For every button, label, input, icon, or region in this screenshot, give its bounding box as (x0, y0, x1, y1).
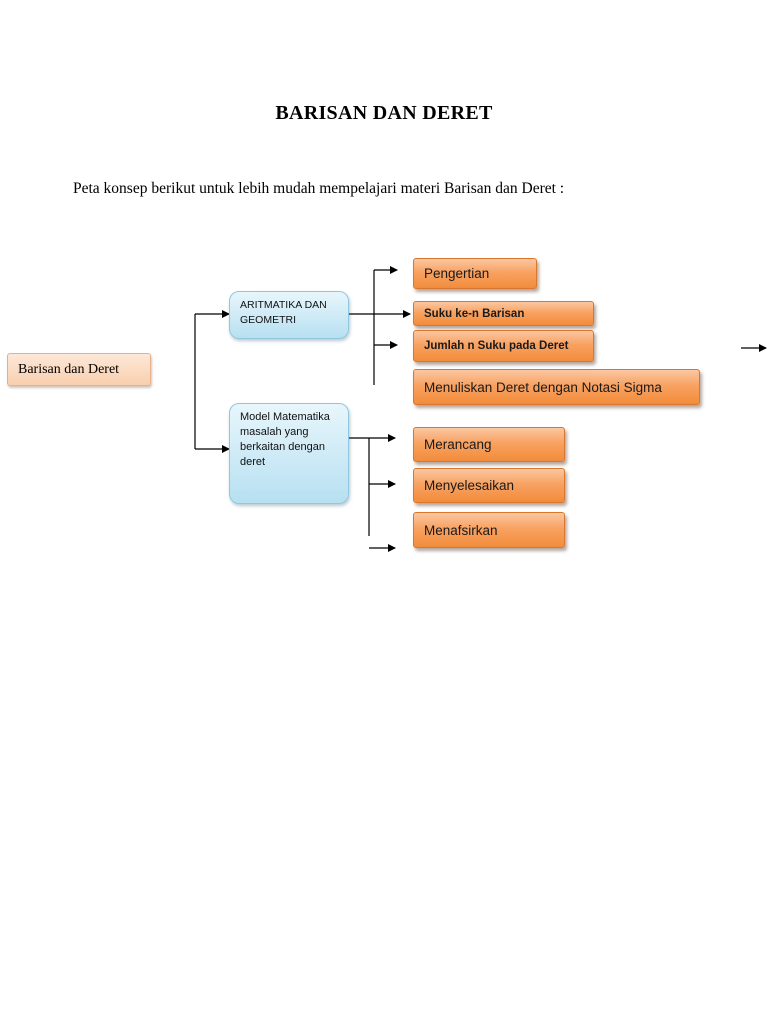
node-notasi-sigma: Menuliskan Deret dengan Notasi Sigma (413, 369, 700, 405)
node-suku-ke-n: Suku ke-n Barisan (413, 301, 594, 326)
intro-text: Peta konsep berikut untuk lebih mudah me… (73, 180, 565, 197)
node-menyelesaikan: Menyelesaikan (413, 468, 565, 503)
root-node: Barisan dan Deret (7, 353, 151, 386)
page-title: BARISAN DAN DERET (275, 102, 493, 124)
node-menafsirkan: Menafsirkan (413, 512, 565, 548)
branch2-node: Model Matematika masalah yang berkaitan … (229, 403, 349, 504)
node-merancang: Merancang (413, 427, 565, 462)
branch1-node: ARITMATIKA DAN GEOMETRI (229, 291, 349, 339)
node-pengertian: Pengertian (413, 258, 537, 289)
node-jumlah-n-suku: Jumlah n Suku pada Deret (413, 330, 594, 362)
